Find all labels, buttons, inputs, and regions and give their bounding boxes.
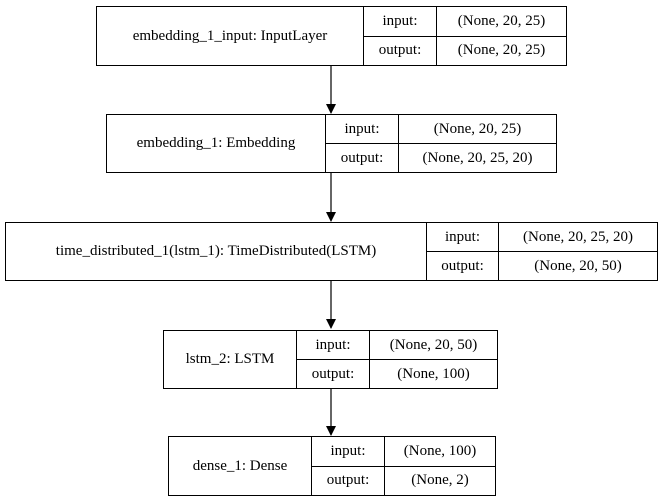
io-labels: input: output: xyxy=(427,223,499,280)
io-shapes: (None, 20, 25) (None, 20, 25, 20) xyxy=(399,115,556,172)
output-shape: (None, 20, 50) xyxy=(534,257,622,274)
io-labels: input: output: xyxy=(312,437,385,495)
output-label: output: xyxy=(441,257,484,274)
input-label: input: xyxy=(297,331,369,360)
output-label: output: xyxy=(326,472,370,489)
layer-name: time_distributed_1(lstm_1): TimeDistribu… xyxy=(6,223,427,280)
output-shape: (None, 2) xyxy=(411,472,469,489)
input-shape: (None, 20, 50) xyxy=(370,331,497,360)
layer-node-time-distributed-1: time_distributed_1(lstm_1): TimeDistribu… xyxy=(5,222,658,281)
input-label: input: xyxy=(326,115,398,144)
layer-name: dense_1: Dense xyxy=(169,437,312,495)
layer-name: embedding_1_input: InputLayer xyxy=(97,7,364,65)
input-shape: (None, 20, 25) xyxy=(437,7,566,37)
output-shape: (None, 20, 25) xyxy=(457,42,546,59)
input-label: input: xyxy=(427,223,498,252)
io-shapes: (None, 20, 25, 20) (None, 20, 50) xyxy=(499,223,657,280)
output-shape: (None, 100) xyxy=(397,365,470,382)
io-labels: input: output: xyxy=(297,331,370,388)
input-shape: (None, 20, 25) xyxy=(399,115,556,144)
input-shape: (None, 100) xyxy=(385,437,495,467)
io-shapes: (None, 20, 50) (None, 100) xyxy=(370,331,497,388)
io-labels: input: output: xyxy=(364,7,437,65)
layer-name: embedding_1: Embedding xyxy=(107,115,326,172)
output-shape: (None, 20, 25, 20) xyxy=(422,149,533,166)
layer-node-dense-1: dense_1: Dense input: output: (None, 100… xyxy=(168,436,496,496)
output-label: output: xyxy=(340,149,384,166)
output-label: output: xyxy=(311,365,355,382)
layer-node-embedding-1-input: embedding_1_input: InputLayer input: out… xyxy=(96,6,567,66)
layer-node-lstm-2: lstm_2: LSTM input: output: (None, 20, 5… xyxy=(163,330,498,389)
io-shapes: (None, 20, 25) (None, 20, 25) xyxy=(437,7,566,65)
io-shapes: (None, 100) (None, 2) xyxy=(385,437,495,495)
input-label: input: xyxy=(364,7,436,37)
input-label: input: xyxy=(312,437,384,467)
layer-node-embedding-1: embedding_1: Embedding input: output: (N… xyxy=(106,114,557,173)
io-labels: input: output: xyxy=(326,115,399,172)
input-shape: (None, 20, 25, 20) xyxy=(499,223,657,252)
output-label: output: xyxy=(378,42,422,59)
layer-name: lstm_2: LSTM xyxy=(164,331,297,388)
